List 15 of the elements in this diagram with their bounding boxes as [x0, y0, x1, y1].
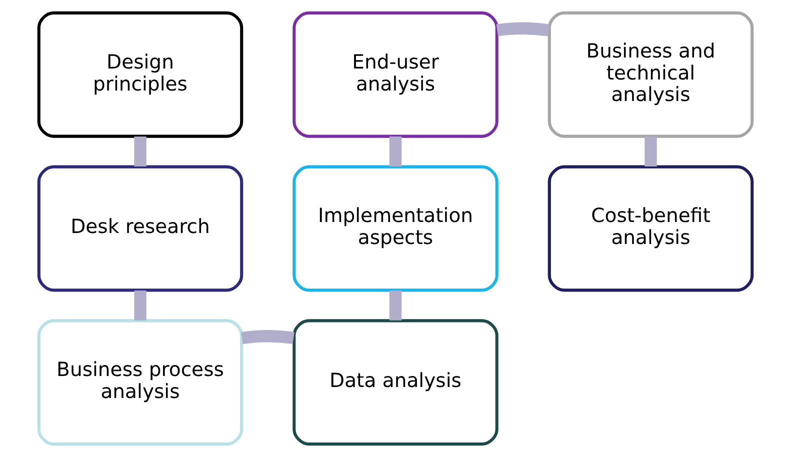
connector [644, 136, 657, 167]
connector [134, 290, 146, 320]
connector [389, 136, 402, 167]
node-box: Desk research [37, 165, 244, 292]
connector [134, 136, 146, 167]
node-box: Design principles [37, 11, 244, 138]
node-box: Implementation aspects [292, 165, 498, 292]
node-box: Business process analysis [37, 319, 244, 446]
node-box: Cost-benefit analysis [548, 165, 754, 292]
node-box: Data analysis [292, 319, 498, 446]
connector [241, 330, 294, 344]
connector [389, 290, 402, 320]
connector [496, 22, 550, 36]
node-box: End-user analysis [292, 11, 498, 138]
node-box: Business and technical analysis [548, 11, 754, 138]
